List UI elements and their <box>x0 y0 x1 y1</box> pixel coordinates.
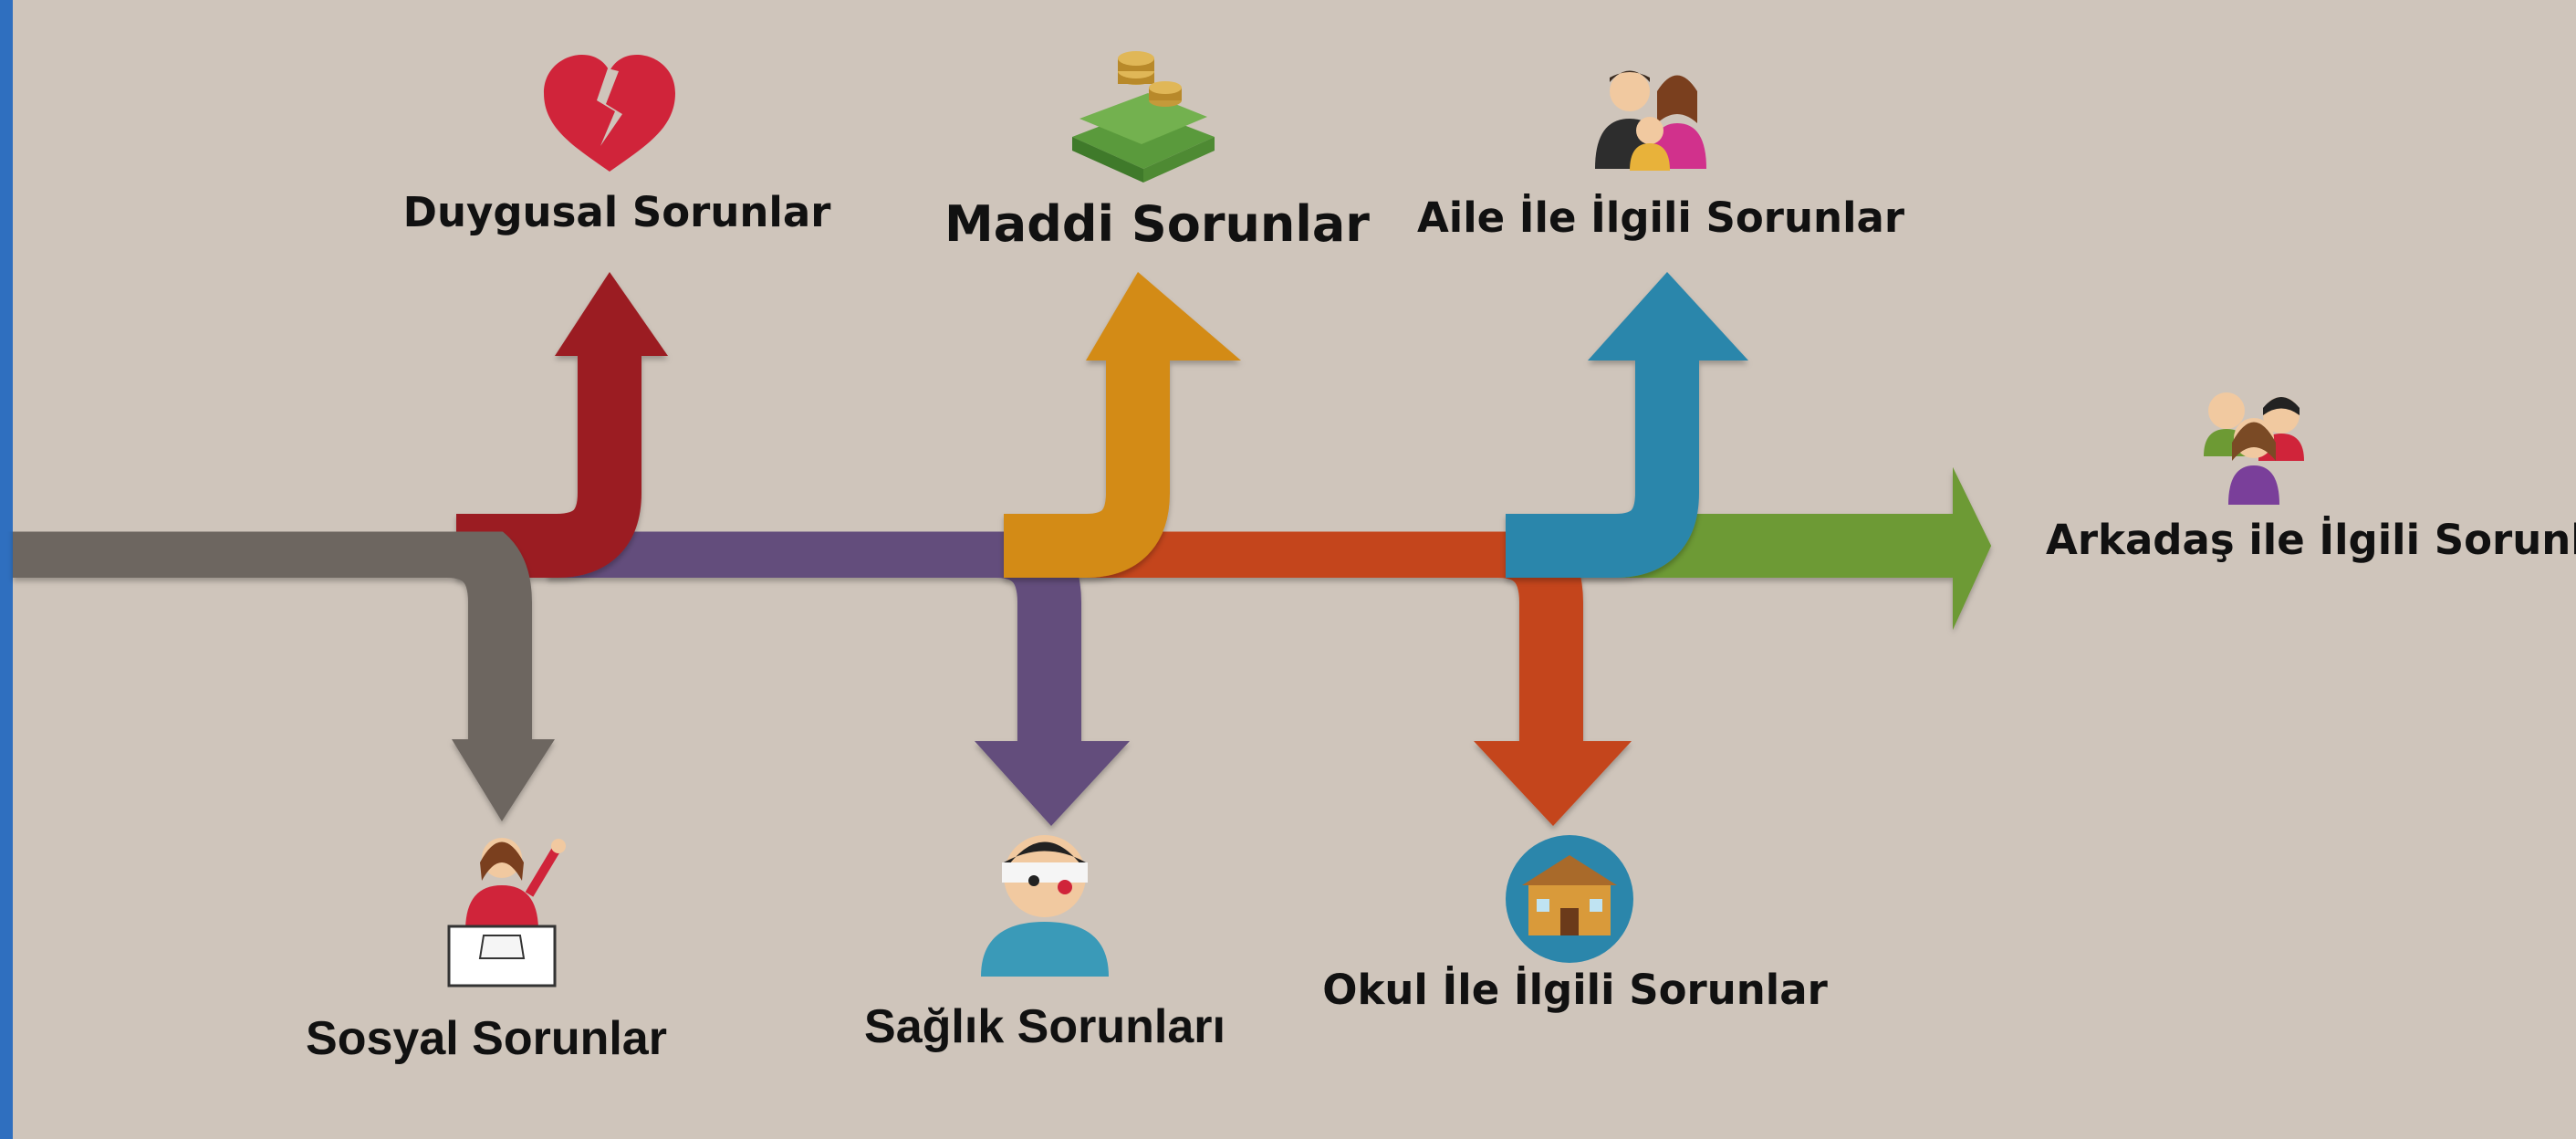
arrow-saglik <box>548 514 1130 826</box>
broken-heart-icon <box>544 55 675 172</box>
label-sosyal: Sosyal Sorunlar <box>306 1012 667 1065</box>
arrow-okul <box>1049 514 1632 826</box>
family-icon <box>1595 70 1706 171</box>
school-building-icon <box>1506 835 1633 963</box>
injured-person-icon <box>981 835 1109 977</box>
label-saglik: Sağlık Sorunları <box>864 1000 1225 1053</box>
label-okul: Okul İle İlgili Sorunlar <box>1322 966 1828 1014</box>
friends-group-icon <box>2204 392 2304 505</box>
label-maddi: Maddi Sorunlar <box>944 195 1370 253</box>
arrow-sosyal <box>13 514 555 821</box>
left-edge-bar <box>0 0 13 1139</box>
arrow-aile <box>1506 272 1748 578</box>
label-duygusal: Duygusal Sorunlar <box>402 188 831 236</box>
woman-at-desk-icon <box>447 838 566 987</box>
label-aile: Aile İle İlgili Sorunlar <box>1416 193 1905 242</box>
arrow-maddi <box>1004 272 1241 578</box>
label-arkadas: Arkadaş ile İlgili Sorunlar <box>2046 516 2576 564</box>
arrow-duygusal <box>456 272 668 578</box>
money-stack-icon <box>1072 51 1215 183</box>
